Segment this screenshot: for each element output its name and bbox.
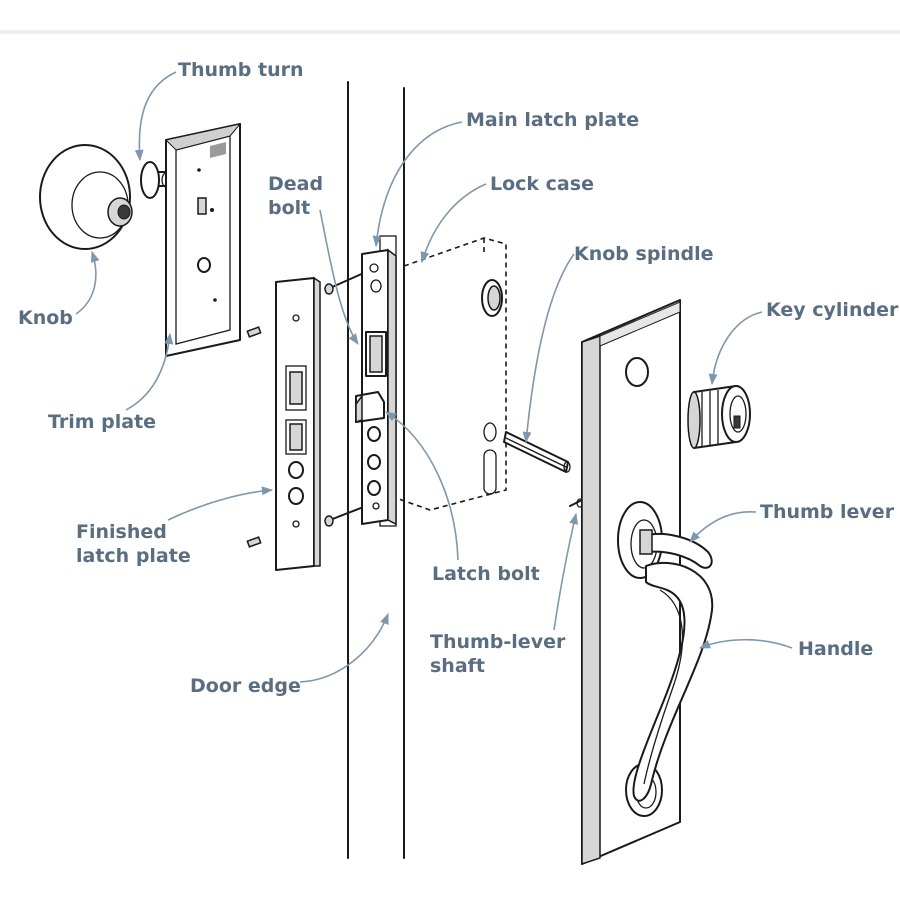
label-latch-bolt: Latch bolt xyxy=(432,563,540,585)
labels: Thumb turn Main latch plate Dead bolt Lo… xyxy=(18,59,899,697)
label-knob-spindle: Knob spindle xyxy=(574,243,713,265)
knob-spindle-drawing xyxy=(503,431,571,473)
main-latch-plate-drawing xyxy=(355,248,397,526)
lock-case-drawing xyxy=(395,237,507,511)
key-cylinder-drawing xyxy=(687,385,751,449)
screws-drawing xyxy=(246,271,367,548)
label-trim-plate: Trim plate xyxy=(48,411,156,433)
label-door-edge: Door edge xyxy=(190,675,301,697)
handle-drawing xyxy=(632,561,714,802)
label-lock-case: Lock case xyxy=(490,173,594,195)
knob-drawing xyxy=(39,144,133,250)
trim-plate-drawing xyxy=(164,123,242,357)
label-handle: Handle xyxy=(798,638,873,660)
label-thumb-lever-shaft-line2: shaft xyxy=(430,655,485,677)
label-thumb-turn: Thumb turn xyxy=(178,59,304,81)
label-dead-bolt-line1: Dead xyxy=(268,173,323,195)
leader-lines xyxy=(75,71,793,683)
label-knob: Knob xyxy=(18,307,73,329)
label-finished-latch-plate-line1: Finished xyxy=(76,521,167,543)
label-thumb-lever: Thumb lever xyxy=(760,501,895,523)
label-key-cylinder: Key cylinder xyxy=(766,299,899,321)
thumb-lever-drawing xyxy=(639,529,713,569)
label-main-latch-plate: Main latch plate xyxy=(466,109,639,131)
label-thumb-lever-shaft-line1: Thumb-lever xyxy=(430,631,566,653)
label-finished-latch-plate-line2: latch plate xyxy=(76,545,191,567)
top-rule xyxy=(0,30,900,34)
label-dead-bolt-line2: bolt xyxy=(268,197,310,219)
finished-latch-plate-drawing xyxy=(275,276,321,571)
